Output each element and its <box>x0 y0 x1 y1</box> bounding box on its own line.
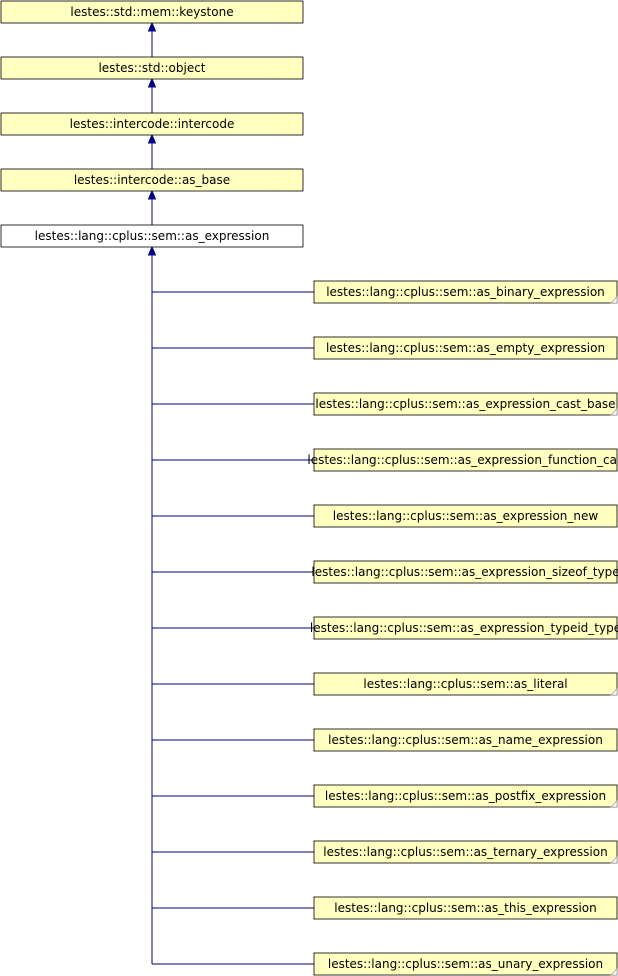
derived-class-node-label[interactable]: lestes::lang::cplus::sem::as_expression_… <box>315 397 615 411</box>
derived-class-node[interactable] <box>313 672 618 696</box>
ancestor-node[interactable] <box>0 56 304 80</box>
derived-class-node-label[interactable]: lestes::lang::cplus::sem::as_ternary_exp… <box>323 845 607 859</box>
derived-class-node[interactable] <box>313 336 618 360</box>
inheritance-arrowhead <box>147 77 157 88</box>
derived-class-node-more-icon <box>610 856 618 864</box>
derived-class-node-more-icon <box>610 800 618 808</box>
derived-class-node[interactable] <box>313 784 618 808</box>
ancestor-node-label[interactable]: lestes::intercode::intercode <box>70 117 235 131</box>
ancestor-node-label[interactable]: lestes::std::mem::keystone <box>70 5 233 19</box>
derived-class-node-label[interactable]: lestes::lang::cplus::sem::as_expression_… <box>311 565 618 579</box>
derived-class-node[interactable] <box>313 616 618 640</box>
derived-class-node-label[interactable]: lestes::lang::cplus::sem::as_expression_… <box>307 453 618 467</box>
current-class-node-label[interactable]: lestes::lang::cplus::sem::as_expression <box>35 229 270 243</box>
inheritance-arrowhead <box>147 133 157 144</box>
derived-class-node-label[interactable]: lestes::lang::cplus::sem::as_literal <box>363 677 567 691</box>
derived-class-node-label[interactable]: lestes::lang::cplus::sem::as_expression_… <box>333 509 599 523</box>
ancestor-node[interactable] <box>0 112 304 136</box>
derived-class-node-more-icon <box>610 408 618 416</box>
ancestor-node[interactable] <box>0 168 304 192</box>
derived-class-node-label[interactable]: lestes::lang::cplus::sem::as_empty_expre… <box>326 341 605 355</box>
derived-class-node-more-icon <box>610 688 618 696</box>
derived-class-node-label[interactable]: lestes::lang::cplus::sem::as_unary_expre… <box>328 957 603 971</box>
ancestor-node[interactable] <box>0 0 304 24</box>
derived-class-node[interactable] <box>313 280 618 304</box>
derived-class-node-label[interactable]: lestes::lang::cplus::sem::as_postfix_exp… <box>325 789 606 803</box>
derived-class-node[interactable] <box>313 448 618 472</box>
ancestor-node-label[interactable]: lestes::std::object <box>98 61 205 75</box>
derived-class-node[interactable] <box>313 392 618 416</box>
derived-class-node-label[interactable]: lestes::lang::cplus::sem::as_this_expres… <box>334 901 597 915</box>
derived-class-node[interactable] <box>313 728 618 752</box>
derived-class-node-label[interactable]: lestes::lang::cplus::sem::as_name_expres… <box>328 733 603 747</box>
derived-class-node-label[interactable]: lestes::lang::cplus::sem::as_expression_… <box>310 621 618 635</box>
inheritance-arrowhead <box>147 189 157 200</box>
derived-class-node-more-icon <box>610 296 618 304</box>
derived-class-node[interactable] <box>313 504 618 528</box>
inheritance-arrowhead <box>147 21 157 32</box>
derived-class-node-more-icon <box>610 968 618 976</box>
current-class-node[interactable] <box>0 224 304 248</box>
ancestor-node-label[interactable]: lestes::intercode::as_base <box>74 173 230 187</box>
derived-class-node[interactable] <box>313 560 618 584</box>
derived-class-node[interactable] <box>313 896 618 920</box>
derived-class-node[interactable] <box>313 840 618 864</box>
derived-class-node[interactable] <box>313 952 618 976</box>
inheritance-arrowhead <box>147 245 157 256</box>
derived-class-node-label[interactable]: lestes::lang::cplus::sem::as_binary_expr… <box>326 285 605 299</box>
